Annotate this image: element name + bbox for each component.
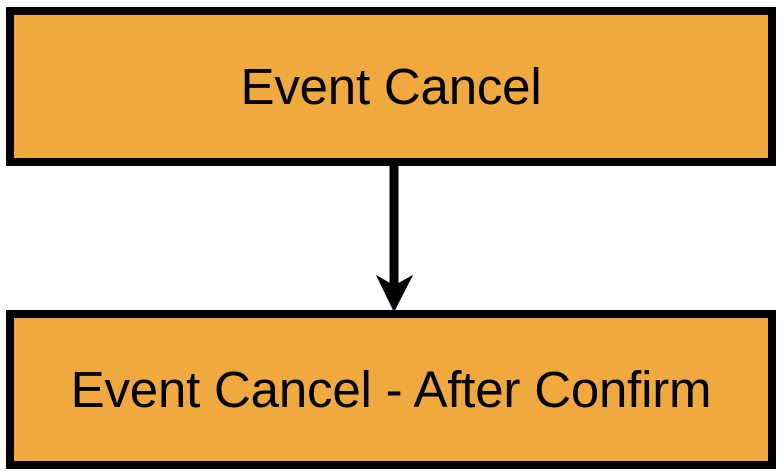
node-event-cancel[interactable]: Event Cancel	[6, 7, 776, 166]
node-event-cancel-after-confirm-label: Event Cancel - After Confirm	[70, 361, 712, 418]
edge-event-cancel-to-after-confirm	[375, 163, 414, 313]
node-event-cancel-after-confirm[interactable]: Event Cancel - After Confirm	[6, 310, 776, 469]
arrowhead-icon	[375, 274, 414, 313]
node-event-cancel-label: Event Cancel	[240, 58, 542, 115]
